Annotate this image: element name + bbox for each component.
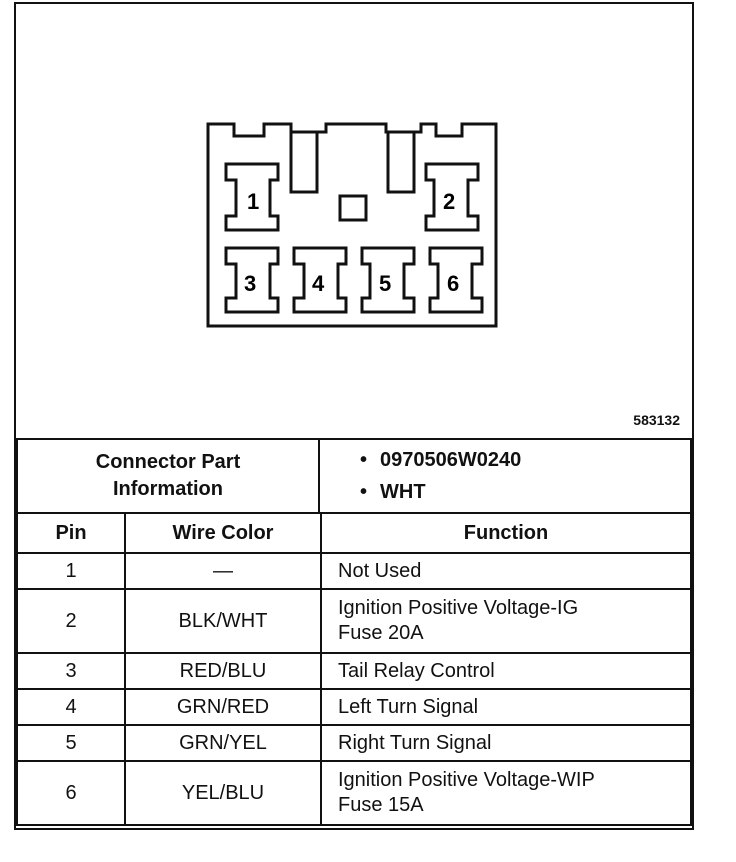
pin-table-header: Pin Wire Color Function xyxy=(16,512,692,554)
connector-sheet: 1 2 3 4 5 6 583132 Connector Part Inform… xyxy=(14,2,694,830)
right-key xyxy=(386,130,416,194)
pin-1-cavity xyxy=(224,162,280,232)
figure-id: 583132 xyxy=(633,412,680,428)
header-function: Function xyxy=(320,512,692,554)
header-wire-color: Wire Color xyxy=(124,512,322,554)
header-pin: Pin xyxy=(16,512,126,554)
center-square xyxy=(338,194,368,222)
connector-color: •WHT xyxy=(360,481,426,503)
table-row: 1 — Not Used xyxy=(16,552,692,590)
pin-3-cavity xyxy=(224,246,280,314)
pin-4-cavity xyxy=(292,246,348,314)
connector-info-label: Connector Part Information xyxy=(16,438,320,514)
connector-diagram: 1 2 3 4 5 6 583132 xyxy=(16,4,692,438)
pin-2-label: 2 xyxy=(443,189,455,214)
table-row: 3 RED/BLU Tail Relay Control xyxy=(16,652,692,690)
pin-5-cavity xyxy=(360,246,416,314)
pin-1-label: 1 xyxy=(247,189,259,214)
pin-5-label: 5 xyxy=(379,271,391,296)
pin-2-cavity xyxy=(424,162,480,232)
table-row: 4 GRN/RED Left Turn Signal xyxy=(16,688,692,726)
connector-housing xyxy=(206,122,498,328)
pin-6-cavity xyxy=(428,246,484,314)
table-row: 5 GRN/YEL Right Turn Signal xyxy=(16,724,692,762)
connector-info-values: •0970506W0240 •WHT xyxy=(318,438,692,514)
pin-4-label: 4 xyxy=(312,271,325,296)
connector-info-table: Connector Part Information •0970506W0240… xyxy=(16,438,692,514)
pin-3-label: 3 xyxy=(244,271,256,296)
connector-face-drawing: 1 2 3 4 5 6 xyxy=(206,122,498,328)
pin-6-label: 6 xyxy=(447,271,459,296)
part-number: •0970506W0240 xyxy=(360,449,522,471)
left-key xyxy=(289,130,319,194)
pin-table: Pin Wire Color Function 1 — Not Used 2 B… xyxy=(16,512,692,826)
